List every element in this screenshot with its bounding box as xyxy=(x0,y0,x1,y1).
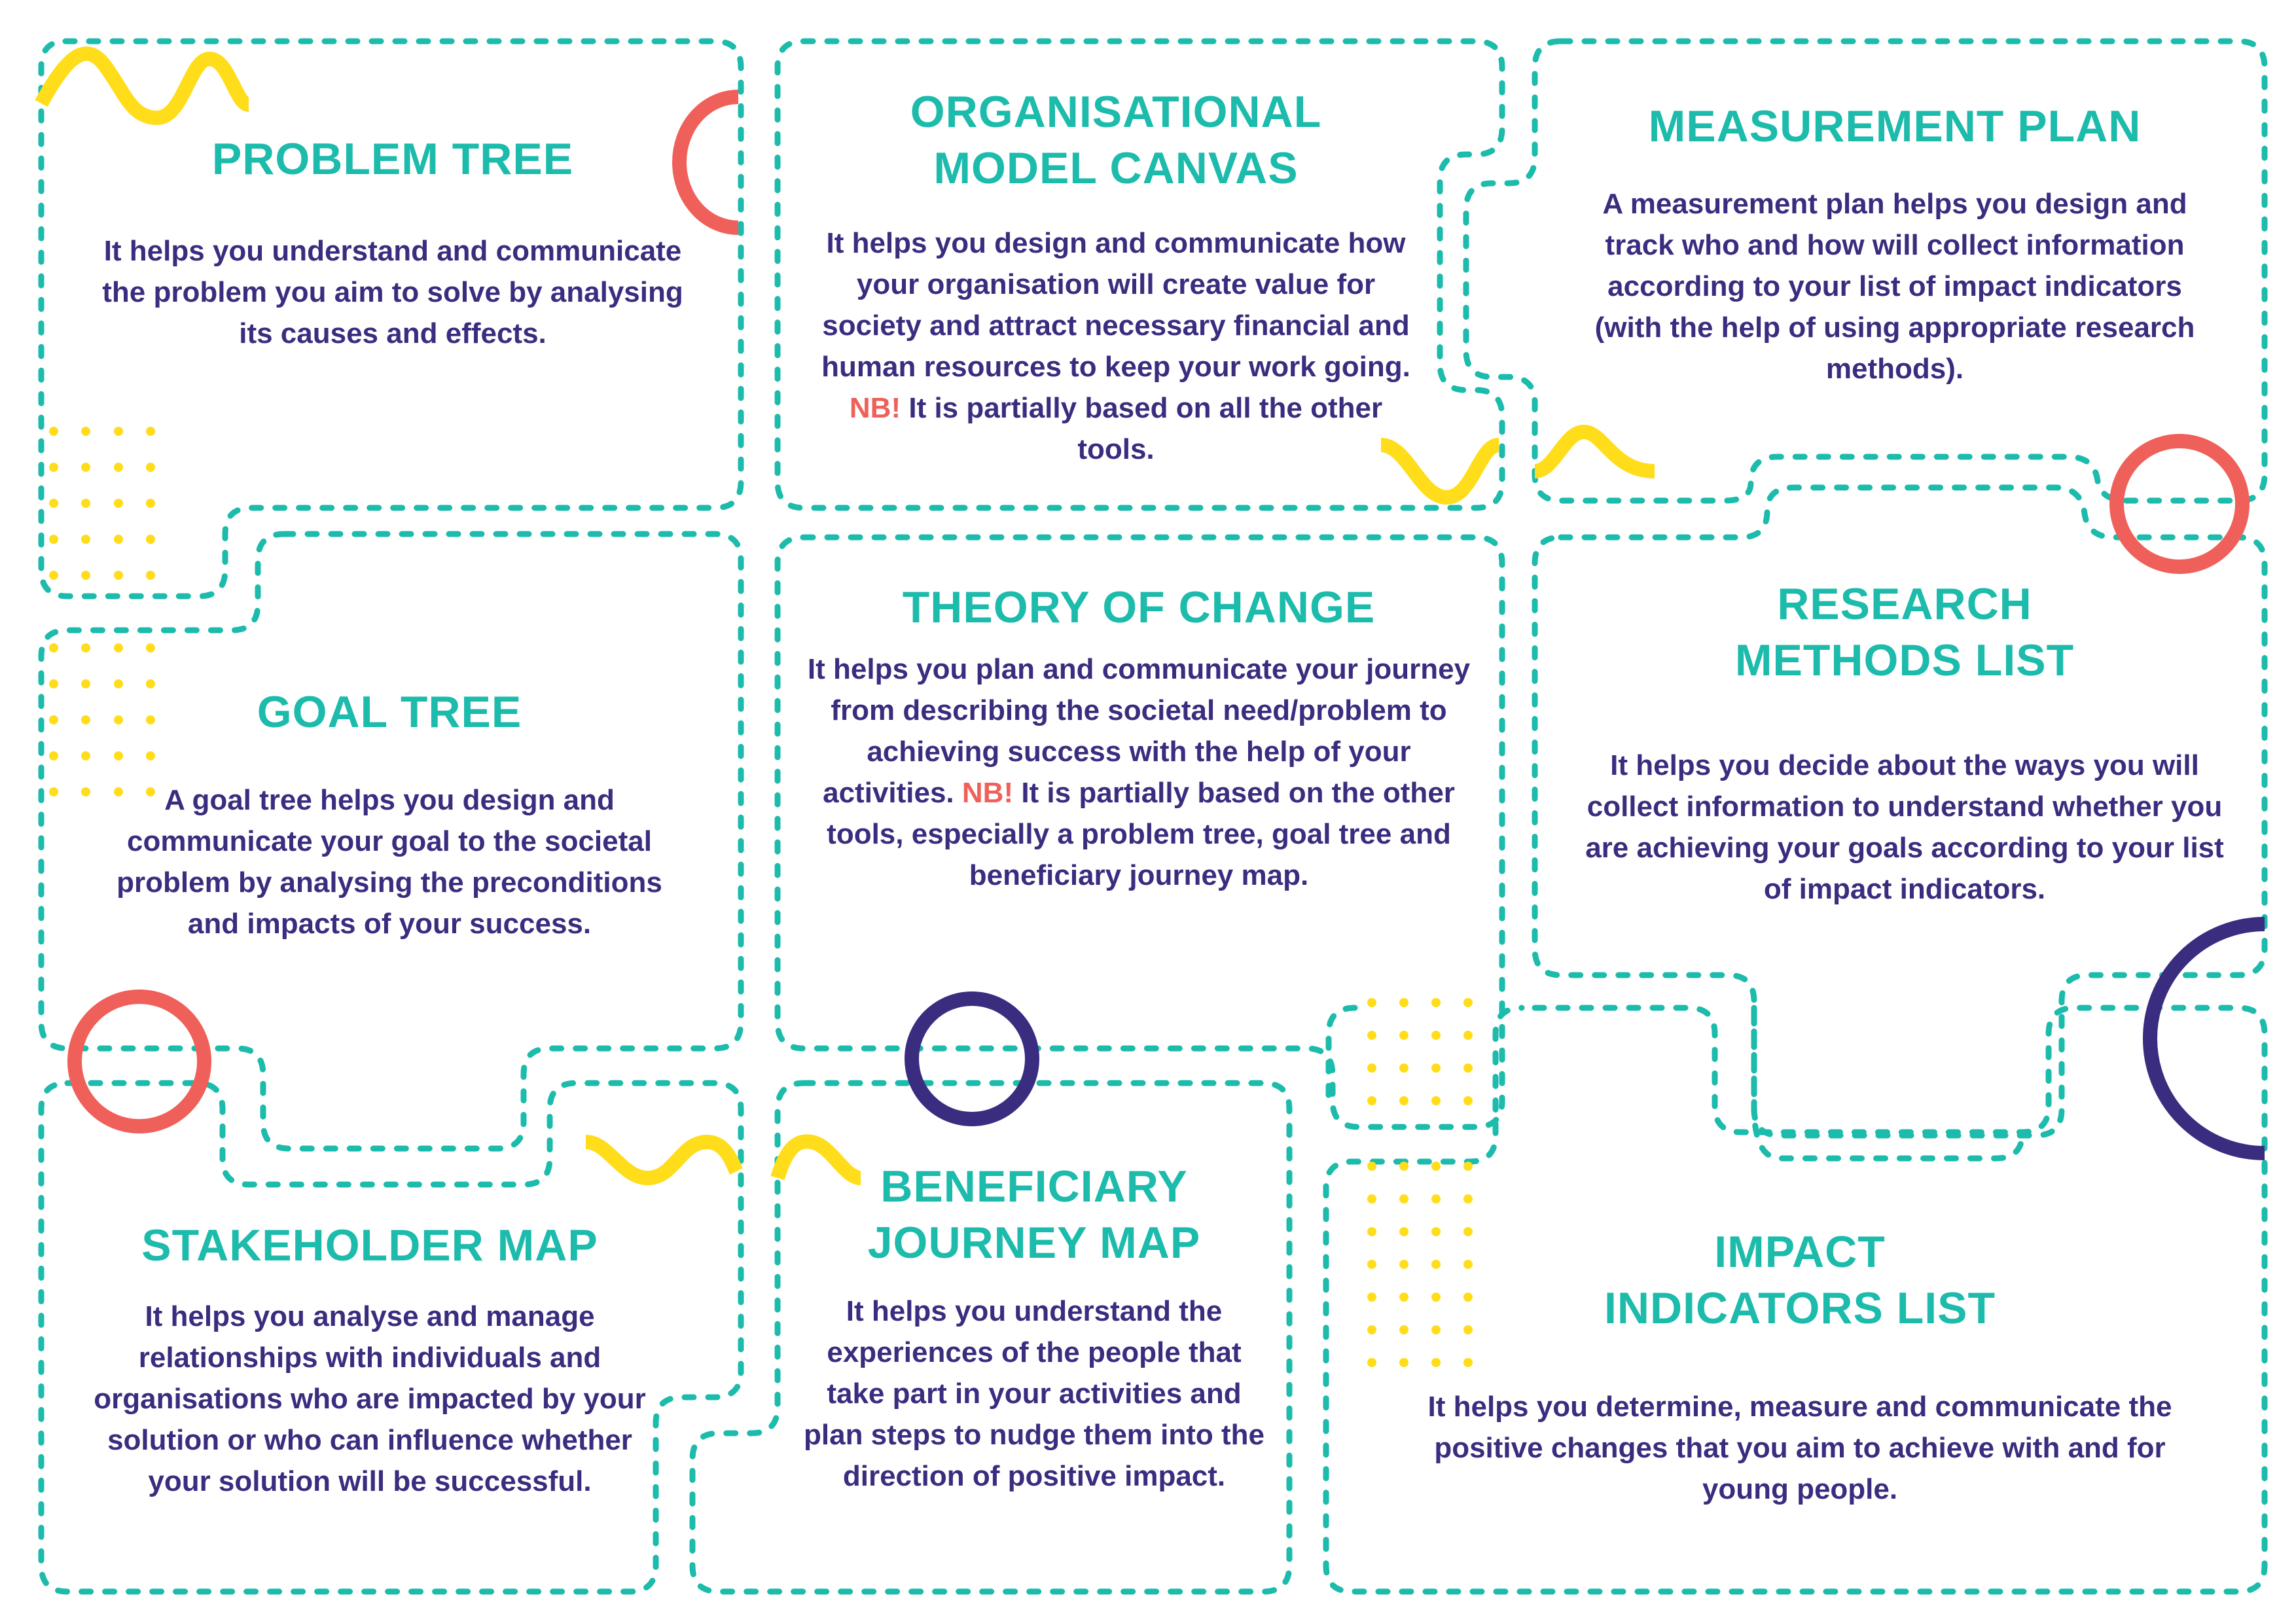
card-goal-tree: GOAL TREE A goal tree helps you design a… xyxy=(85,684,694,944)
navy-rings xyxy=(905,917,2265,1160)
card-stakeholder-map: STAKEHOLDER MAP It helps you analyse and… xyxy=(59,1217,681,1502)
wave-org-canvas xyxy=(1380,438,1501,505)
dot-grids xyxy=(49,427,1473,1367)
ring-problem-tree xyxy=(672,90,739,235)
ring-theory-beneficiary xyxy=(905,991,1039,1126)
coral-rings xyxy=(67,90,2250,1133)
card-description: It helps you understand and communicate … xyxy=(102,235,683,349)
card-title: IMPACT INDICATORS LIST xyxy=(1604,1227,1996,1333)
card-title: STAKEHOLDER MAP xyxy=(141,1221,598,1270)
wave-beneficiary xyxy=(770,1134,862,1185)
nb-label: NB! xyxy=(849,392,901,424)
organisational-model-canvas-outline xyxy=(774,38,1505,511)
card-research-methods-list: RESEARCH METHODS LIST It helps you decid… xyxy=(1558,576,2251,910)
goal-tree-outline xyxy=(38,531,744,1152)
ring-measurement-research xyxy=(2109,434,2250,574)
card-theory-of-change: THEORY OF CHANGE It helps you plan and c… xyxy=(795,579,1482,896)
card-title: BENEFICIARY JOURNEY MAP xyxy=(867,1162,1201,1268)
card-description: A measurement plan helps you design and … xyxy=(1594,188,2195,385)
wave-decorations xyxy=(35,46,1655,1186)
impact-indicators-list-outline xyxy=(1323,1005,2268,1595)
theory-of-change-outline xyxy=(774,534,1505,1130)
ring-impact xyxy=(2143,917,2265,1160)
wave-top-left xyxy=(35,46,251,126)
connector-outline-impact xyxy=(1751,1005,2026,1162)
dot-grid-top-left xyxy=(49,427,155,580)
card-problem-tree: PROBLEM TREE It helps you understand and… xyxy=(72,131,713,354)
ring-goal-stakeholder xyxy=(67,990,211,1133)
card-description: It helps you understand the experiences … xyxy=(804,1295,1265,1492)
card-description: It helps you plan and communicate your j… xyxy=(807,653,1471,891)
card-title: RESEARCH METHODS LIST xyxy=(1734,579,2075,685)
dot-grid-mid-left xyxy=(49,643,155,796)
dot-grid-center xyxy=(1367,998,1473,1367)
wave-measurement xyxy=(1534,424,1655,478)
card-beneficiary-journey-map: BENEFICIARY JOURNEY MAP It helps you und… xyxy=(779,1158,1289,1497)
card-title: MEASUREMENT PLAN xyxy=(1648,101,2142,151)
card-title: GOAL TREE xyxy=(257,687,522,737)
card-description: It helps you design and communicate how … xyxy=(821,227,1410,465)
beneficiary-journey-map-outline xyxy=(689,1080,1293,1595)
card-measurement-plan: MEASUREMENT PLAN A measurement plan help… xyxy=(1548,98,2242,389)
card-description: It helps you determine, measure and comm… xyxy=(1427,1391,2172,1505)
card-title: PROBLEM TREE xyxy=(211,134,574,184)
card-description: A goal tree helps you design and communi… xyxy=(117,784,662,940)
card-organisational-model-canvas: ORGANISATIONAL MODEL CANVAS It helps you… xyxy=(792,84,1440,470)
problem-tree-outline xyxy=(38,38,744,599)
card-description: It helps you analyse and manage relation… xyxy=(94,1300,646,1497)
card-title: ORGANISATIONAL MODEL CANVAS xyxy=(910,87,1322,193)
nb-label: NB! xyxy=(961,777,1014,809)
card-title: THEORY OF CHANGE xyxy=(902,582,1376,632)
measurement-plan-outline xyxy=(1463,38,2268,504)
research-methods-list-outline xyxy=(1532,484,2268,1139)
card-description: It helps you decide about the ways you w… xyxy=(1585,749,2224,905)
stakeholder-map-outline xyxy=(38,1080,744,1595)
wave-stakeholder xyxy=(584,1134,744,1186)
card-impact-indicators-list: IMPACT INDICATORS LIST It helps you dete… xyxy=(1348,1224,2251,1510)
